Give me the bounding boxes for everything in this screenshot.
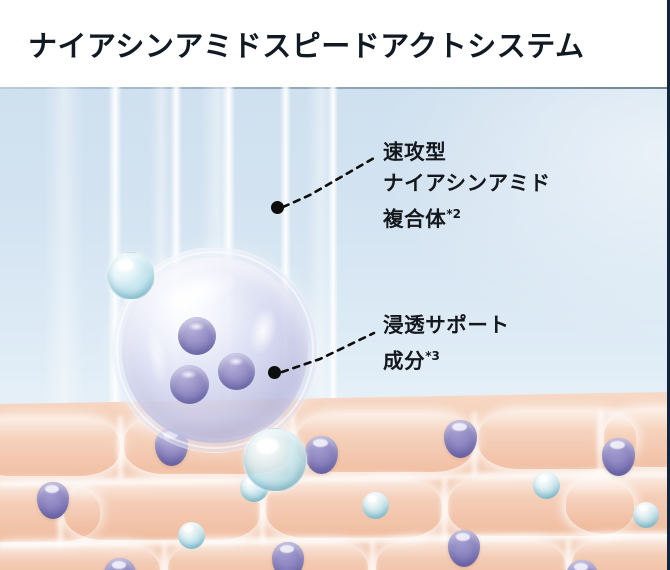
cell-gap [442,478,447,542]
callout-label-1: 速攻型 ナイアシンアミド 複合体*2 [383,137,551,235]
support-bubble-lower [243,428,307,492]
skin-cell [64,482,260,540]
support-bubble [633,502,659,528]
ingredient-sphere [602,438,635,476]
light-streak [44,87,84,423]
callout-anchor-dot-1 [271,201,284,214]
callout-2-line-2: 成分*3 [383,341,510,377]
cell-gap [260,480,265,544]
callout-2-line-2-text: 成分 [383,348,426,373]
skin-cell [0,418,120,476]
ingredient-sphere [272,542,304,570]
inner-niacinamide-sphere [218,353,255,390]
cell-gap [118,416,123,480]
skin-cell [168,542,368,570]
callout-anchor-dot-2 [268,366,281,379]
callout-label-2: 浸透サポート 成分*3 [383,310,510,377]
inner-niacinamide-sphere [178,317,216,355]
support-bubble-upper [107,252,155,300]
support-bubble [533,472,560,499]
light-streak [328,87,338,423]
inner-niacinamide-sphere [170,365,209,404]
callout-2-line-1: 浸透サポート [383,313,510,337]
ingredient-sphere [104,558,136,570]
cell-gap [598,410,603,474]
support-bubble [362,492,389,519]
ingredient-sphere [37,482,69,519]
callout-1-line-2: ナイアシンアミド [383,171,551,195]
ingredient-sphere [566,560,598,570]
callout-1-line-3-text: 複合体 [383,206,447,231]
cell-gap [370,540,375,570]
support-bubble [178,522,205,549]
page-title: ナイアシンアミドスピードアクトシステム [28,28,585,63]
illustration-canvas: 速攻型 ナイアシンアミド 複合体*2 浸透サポート 成分*3 [0,87,667,570]
cell-gap [566,538,571,570]
ingredient-sphere [305,436,338,474]
callout-2-footnote: *3 [425,349,440,363]
skin-cell [0,544,160,570]
light-streak [280,87,291,423]
callout-1-line-3: 複合体*2 [383,199,551,235]
ingredient-sphere [444,420,477,458]
cell-gap [162,542,167,570]
ingredient-sphere [448,530,480,567]
header-bar: ナイアシンアミドスピードアクトシステム [0,0,667,87]
callout-1-footnote: *2 [446,207,461,221]
skin-layer [0,392,667,570]
skin-cell [266,480,442,538]
callout-1-line-1: 速攻型 [383,140,447,164]
